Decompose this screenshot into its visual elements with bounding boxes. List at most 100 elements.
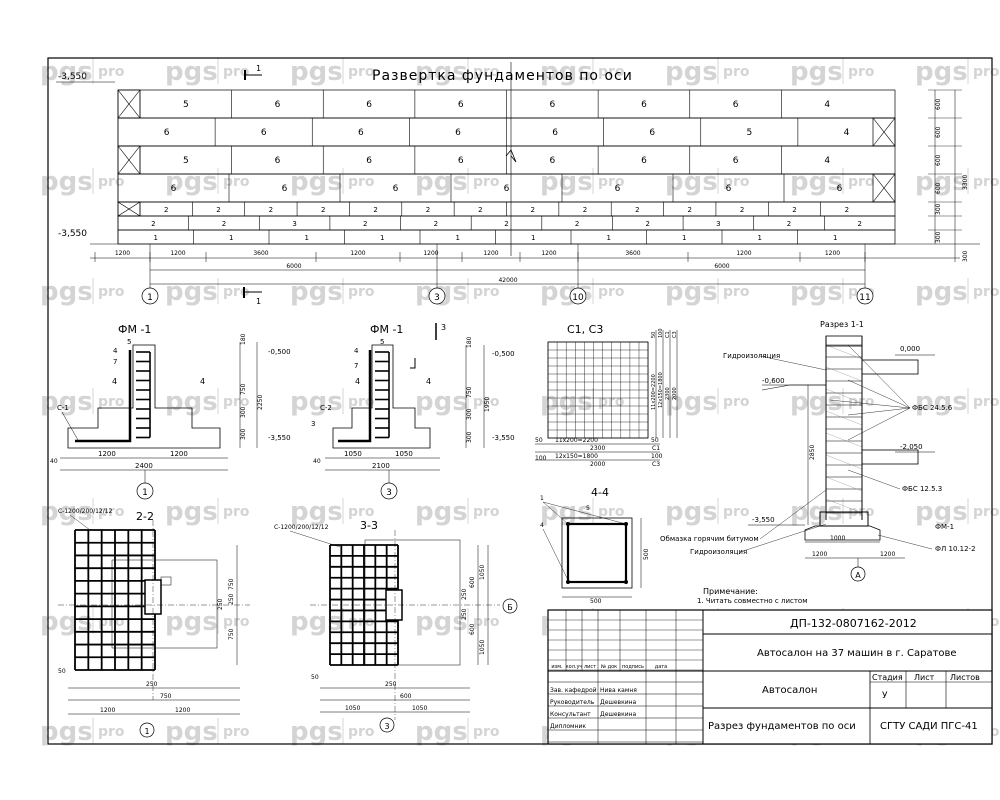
watermark-suffix: pro <box>348 504 375 520</box>
watermark-suffix: pro <box>223 504 250 520</box>
watermark-suffix: pro <box>848 64 875 80</box>
watermark-suffix: pro <box>98 284 125 300</box>
watermark-logo: pgs <box>665 387 718 417</box>
watermark-logo: pgs <box>40 277 93 307</box>
svg-text:250: 250 <box>461 608 468 620</box>
watermark-suffix: pro <box>973 504 1000 520</box>
svg-text:1200: 1200 <box>98 450 116 458</box>
svg-text:С1: С1 <box>665 331 671 338</box>
block-mark: 2 <box>857 220 861 228</box>
block-mark: 6 <box>733 156 739 166</box>
block-mark: 2 <box>792 206 796 214</box>
svg-text:ФБС 24.5.6: ФБС 24.5.6 <box>912 404 953 412</box>
stamp-role: Дипломник <box>550 723 586 730</box>
stamp-name: Дешевкина <box>600 711 637 718</box>
svg-text:-3,550: -3,550 <box>268 434 291 442</box>
block-mark: 1 <box>380 234 384 242</box>
block-mark: 1 <box>229 234 233 242</box>
axis-bubble <box>856 287 874 305</box>
svg-text:ФЛ 10.12-2: ФЛ 10.12-2 <box>935 545 976 553</box>
watermark-suffix: pro <box>223 614 250 630</box>
svg-text:3: 3 <box>311 420 315 428</box>
watermark-suffix: pro <box>848 394 875 410</box>
watermark-suffix: pro <box>473 64 500 80</box>
block-mark: 2 <box>164 206 168 214</box>
svg-text:300: 300 <box>240 406 247 418</box>
svg-text:1050: 1050 <box>479 640 486 655</box>
svg-text:1000: 1000 <box>830 535 845 542</box>
watermark-suffix: pro <box>98 724 125 740</box>
watermark-suffix: pro <box>98 394 125 410</box>
block-mark: 6 <box>549 156 555 166</box>
svg-text:300: 300 <box>935 231 942 243</box>
watermark-logo: pgs <box>165 167 218 197</box>
block-mark: 2 <box>216 206 220 214</box>
watermark-suffix: pro <box>598 504 625 520</box>
watermark-logo: pgs <box>165 387 218 417</box>
watermark-logo: pgs <box>165 57 218 87</box>
level-top-left: -3,550 <box>58 72 87 82</box>
block-mark: 6 <box>837 184 843 194</box>
block-mark: 6 <box>455 128 461 138</box>
watermark-suffix: pro <box>973 394 1000 410</box>
watermark-logo: pgs <box>540 167 593 197</box>
watermark-suffix: pro <box>348 174 375 190</box>
svg-text:750: 750 <box>466 386 473 398</box>
svg-text:1050: 1050 <box>345 705 360 712</box>
block-mark: 6 <box>504 184 510 194</box>
watermark-logo: pgs <box>415 57 468 87</box>
watermark-logo: pgs <box>165 717 218 747</box>
watermark-logo: pgs <box>790 167 843 197</box>
svg-text:1050: 1050 <box>395 450 413 458</box>
svg-text:4: 4 <box>354 347 359 355</box>
svg-text:Стадия: Стадия <box>872 673 903 682</box>
section-mark-3: 3 <box>435 323 446 340</box>
watermark-logo: pgs <box>165 497 218 527</box>
svg-text:1050: 1050 <box>344 450 362 458</box>
watermark-logo: pgs <box>290 277 343 307</box>
svg-text:0,000: 0,000 <box>900 345 920 353</box>
detail-title: 3-3 <box>360 519 378 532</box>
block-mark: 6 <box>393 184 399 194</box>
svg-text:600: 600 <box>469 576 476 588</box>
svg-text:-3,550: -3,550 <box>492 434 515 442</box>
svg-text:600: 600 <box>400 693 412 700</box>
svg-text:ФМ-1: ФМ-1 <box>935 523 954 531</box>
svg-text:50: 50 <box>535 437 543 444</box>
svg-text:180: 180 <box>466 336 473 348</box>
watermark-suffix: pro <box>98 174 125 190</box>
block-mark: 1 <box>531 234 535 242</box>
svg-text:1200: 1200 <box>736 250 751 257</box>
watermark-logo: pgs <box>290 717 343 747</box>
svg-text:42000: 42000 <box>498 277 517 284</box>
svg-text:лист: лист <box>584 664 596 670</box>
watermark-logo: pgs <box>415 607 468 637</box>
svg-text:300: 300 <box>466 431 473 443</box>
block-mark: 1 <box>305 234 309 242</box>
svg-text:-0,500: -0,500 <box>268 348 291 356</box>
detail-title: 2-2 <box>136 510 154 523</box>
block-mark: 2 <box>321 206 325 214</box>
svg-text:180: 180 <box>240 333 247 345</box>
block-mark: 1 <box>833 234 837 242</box>
stamp-name: Дешевкина <box>600 699 637 706</box>
svg-text:3: 3 <box>386 488 392 498</box>
watermark-suffix: pro <box>473 614 500 630</box>
svg-text:3: 3 <box>384 722 389 731</box>
svg-text:2250: 2250 <box>257 395 264 410</box>
block-mark: 1 <box>682 234 686 242</box>
block-mark: 6 <box>549 100 555 110</box>
stamp-building: Автосалон <box>762 685 817 696</box>
watermark-suffix: pro <box>973 284 1000 300</box>
svg-text:250: 250 <box>146 681 158 688</box>
svg-text:кол.уч: кол.уч <box>566 664 583 670</box>
svg-text:2100: 2100 <box>372 462 390 470</box>
svg-text:дата: дата <box>655 664 668 670</box>
svg-text:1200: 1200 <box>825 250 840 257</box>
svg-text:4: 4 <box>200 377 205 386</box>
block-mark: 2 <box>688 206 692 214</box>
watermark-logo: pgs <box>665 277 718 307</box>
note-title: Примечание: <box>703 587 758 596</box>
svg-text:Б: Б <box>507 603 513 612</box>
svg-text:750: 750 <box>160 693 172 700</box>
